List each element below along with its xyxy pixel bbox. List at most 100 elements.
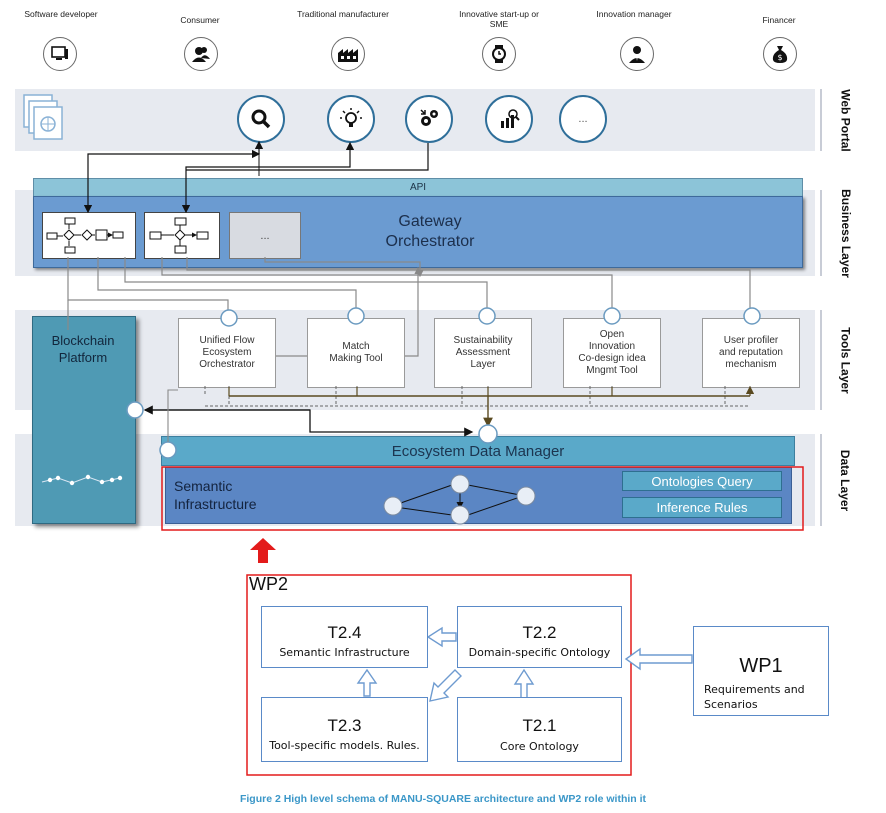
factory-icon [331, 37, 365, 71]
semantic-infrastructure-label: Semantic Infrastructure [174, 477, 256, 513]
task-t2-2-id: T2.2 [522, 623, 557, 642]
blockchain-label-line2: Platform [58, 350, 108, 365]
gateway-title-line1: Gateway [398, 213, 462, 230]
arrow-t23-to-t24 [356, 668, 378, 697]
wp1-line1: Requirements and [704, 683, 805, 696]
tool-1-line-3: Orchestrator [199, 359, 255, 370]
tools-layer-label: Tools Layer [820, 310, 868, 410]
semantic-label-line1: Semantic [174, 478, 233, 494]
task-t2-2-name: Domain-specific Ontology [468, 646, 611, 659]
tool-3-line-2: Assessment [455, 347, 511, 358]
more-icon-label: ... [578, 113, 588, 125]
task-t2-1[interactable]: T2.1 Core Ontology [457, 697, 622, 762]
money-bag-icon: $ [763, 37, 797, 71]
arrow-t22-to-t24 [426, 626, 457, 648]
tool-4-line-3: Co-design idea [578, 353, 646, 364]
watch-icon [482, 37, 516, 71]
browser-windows-icon [22, 93, 66, 143]
tool-connector-circles [220, 307, 761, 327]
ecosystem-data-manager: Ecosystem Data Manager [161, 436, 795, 466]
task-t2-3-name: Tool-specific models. Rules. [269, 739, 420, 752]
wp1-title: WP1 [739, 655, 783, 677]
blockchain-platform [32, 316, 136, 524]
business-tools-connectors [67, 257, 751, 357]
gateway-title: Gateway Orchestrator [330, 212, 530, 252]
monitor-icon [43, 37, 77, 71]
semantic-label-line2: Infrastructure [174, 496, 257, 512]
business-layer-label: Business Layer [820, 189, 868, 277]
tool-3-line-3: Layer [470, 359, 496, 370]
red-up-arrow-icon [250, 538, 276, 563]
tool-5-line-3: mechanism [725, 359, 777, 370]
ecosystem-data-manager-label: Ecosystem Data Manager [391, 442, 565, 460]
tool-2-line-1: Match [342, 341, 370, 352]
analytics-icon[interactable] [485, 95, 533, 143]
more-icon[interactable]: ... [559, 95, 607, 143]
task-t2-4[interactable]: T2.4 Semantic Infrastructure [261, 606, 428, 668]
semantic-graph [383, 474, 536, 525]
task-t2-3-id: T2.3 [327, 716, 362, 735]
inference-rules-box[interactable]: Inference Rules [622, 497, 782, 518]
arrow-t21-to-t22 [513, 668, 535, 699]
workflow-more-label: ... [260, 229, 270, 242]
search-icon[interactable] [237, 95, 285, 143]
task-t2-1-name: Core Ontology [500, 740, 579, 753]
tool-4-line-4: Mngmt Tool [586, 365, 638, 376]
inference-rules-label: Inference Rules [656, 500, 748, 515]
tool-1-line-1: Unified Flow [199, 335, 255, 346]
api-label: API [409, 182, 427, 193]
data-connectors [126, 389, 498, 459]
wp1-description: Requirements and Scenarios [704, 682, 805, 712]
semantic-highlight [161, 466, 804, 531]
wp2-frame [246, 574, 632, 776]
actor-label-startup: Innovative start-up or SME [459, 9, 539, 29]
workflow-box-2 [144, 212, 220, 259]
gateway-title-line2: Orchestrator [385, 233, 475, 250]
svg-text:$: $ [777, 53, 782, 62]
data-layer-label: Data Layer [820, 434, 868, 526]
task-arrows [356, 626, 693, 702]
tool-3-line-1: Sustainability [453, 335, 513, 346]
tool-1-line-2: Ecosystem [202, 347, 252, 358]
arrow-t22-to-t23 [429, 669, 462, 702]
task-t2-1-id: T2.1 [522, 716, 557, 735]
task-t2-4-id: T2.4 [327, 623, 362, 642]
task-t2-4-name: Semantic Infrastructure [279, 646, 410, 659]
workflow-diagram-2 [149, 217, 209, 254]
workflow-diagram-1 [46, 217, 124, 254]
task-t2-2[interactable]: T2.2 Domain-specific Ontology [457, 606, 622, 668]
task-t2-3[interactable]: T2.3 Tool-specific models. Rules. [261, 697, 428, 762]
tools-bus [204, 386, 750, 428]
users-icon [184, 37, 218, 71]
tool-4-line-1: Open [599, 329, 625, 340]
web-portal-label: Web Portal [820, 89, 868, 151]
tool-5-line-2: and reputation [719, 347, 783, 358]
gears-icon[interactable] [405, 95, 453, 143]
workflow-box-1 [42, 212, 136, 259]
figure-caption: Figure 2 High level schema of MANU-SQUAR… [239, 793, 647, 805]
tool-4-line-2: Innovation [588, 341, 636, 352]
wp1-line2: Scenarios [704, 698, 758, 711]
actor-label-financer: Financer [762, 15, 796, 25]
ontologies-query-box[interactable]: Ontologies Query [622, 471, 782, 491]
blockchain-chain-icon [40, 472, 126, 488]
wp2-title: WP2 [249, 574, 289, 594]
ontologies-query-label: Ontologies Query [651, 473, 753, 489]
actor-label-consumer: Consumer [180, 15, 220, 25]
tool-2-line-2: Making Tool [329, 353, 383, 364]
actor-label-software-developer: Software developer [24, 9, 98, 19]
portal-connectors [83, 140, 429, 214]
blockchain-label: Blockchain Platform [34, 332, 132, 366]
tool-5-line-1: User profiler [723, 335, 779, 346]
manager-icon [620, 37, 654, 71]
actor-label-innovation-manager: Innovation manager [596, 9, 672, 19]
lightbulb-icon[interactable] [327, 95, 375, 143]
wp1-box[interactable]: WP1 Requirements and Scenarios [693, 626, 829, 716]
tools-band [15, 310, 815, 410]
actor-label-traditional-manufacturer: Traditional manufacturer [297, 9, 389, 19]
blockchain-label-line1: Blockchain [51, 333, 115, 348]
arrow-wp1-to-t22 [624, 647, 693, 671]
